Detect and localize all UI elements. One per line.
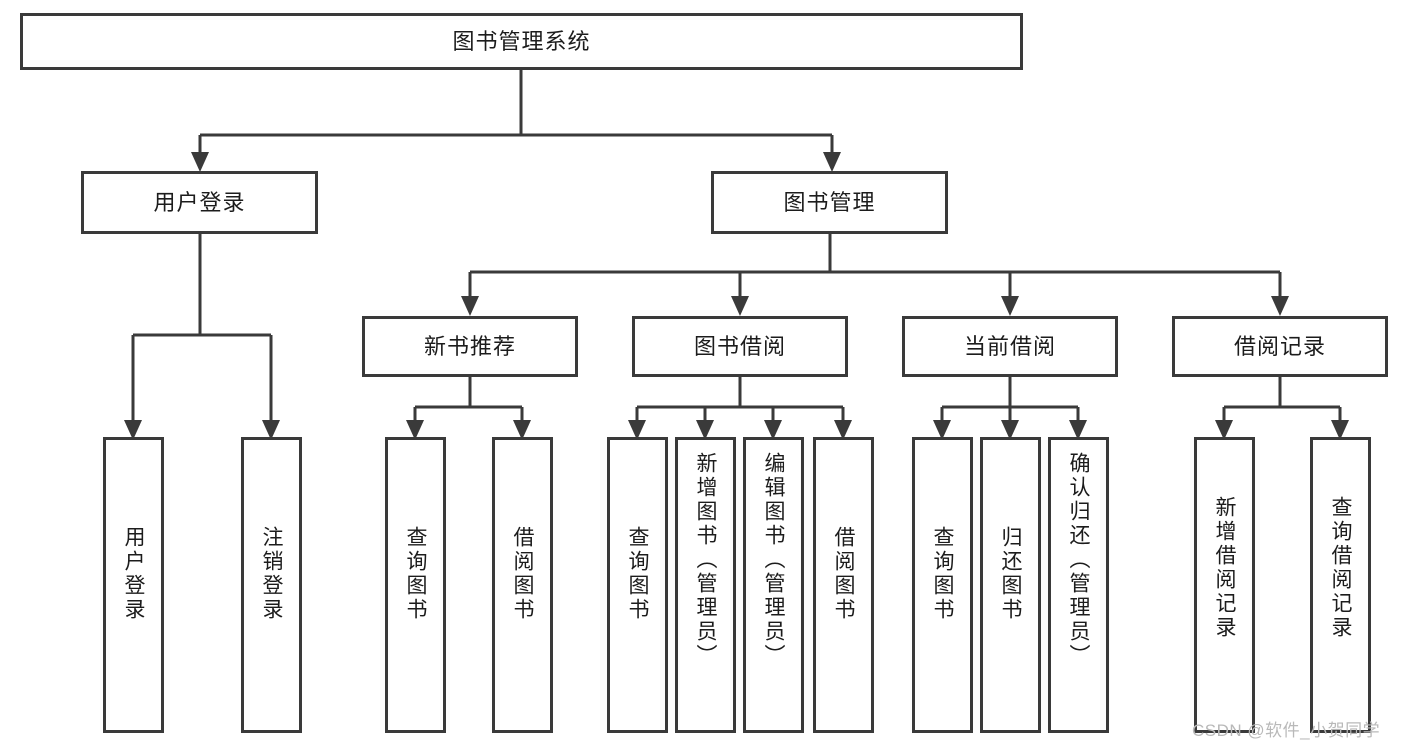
node-leaf-query-record[interactable]: 查询借阅记录 [1310, 437, 1371, 733]
node-leaf-query-book-3-label: 查询图书 [931, 526, 954, 622]
node-leaf-query-book-2-label: 查询图书 [626, 526, 649, 622]
node-leaf-edit-book-label: 编辑图书（管理员） [762, 452, 785, 668]
node-leaf-query-book-3[interactable]: 查询图书 [912, 437, 973, 733]
node-leaf-borrow-book-1[interactable]: 借阅图书 [492, 437, 553, 733]
node-leaf-add-book[interactable]: 新增图书（管理员） [675, 437, 736, 733]
node-new-book-recommend-label: 新书推荐 [423, 333, 516, 359]
node-leaf-user-logout-label: 注销登录 [260, 526, 283, 622]
node-leaf-confirm-return-label: 确认归还（管理员） [1067, 452, 1090, 668]
node-borrow-record-label: 借阅记录 [1233, 333, 1326, 359]
node-leaf-edit-book[interactable]: 编辑图书（管理员） [743, 437, 804, 733]
node-current-borrow-label: 当前借阅 [963, 333, 1056, 359]
node-leaf-query-book-1[interactable]: 查询图书 [385, 437, 446, 733]
node-leaf-query-book-2[interactable]: 查询图书 [607, 437, 668, 733]
node-leaf-borrow-book-2[interactable]: 借阅图书 [813, 437, 874, 733]
node-leaf-user-login-label: 用户登录 [122, 526, 145, 622]
node-leaf-query-book-1-label: 查询图书 [404, 526, 427, 622]
node-leaf-add-record[interactable]: 新增借阅记录 [1194, 437, 1255, 733]
node-leaf-confirm-return[interactable]: 确认归还（管理员） [1048, 437, 1109, 733]
node-leaf-user-logout[interactable]: 注销登录 [241, 437, 302, 733]
node-leaf-borrow-book-1-label: 借阅图书 [511, 526, 534, 622]
node-leaf-return-book[interactable]: 归还图书 [980, 437, 1041, 733]
node-leaf-user-login[interactable]: 用户登录 [103, 437, 164, 733]
node-root-label: 图书管理系统 [452, 28, 591, 54]
node-current-borrow[interactable]: 当前借阅 [902, 316, 1118, 377]
node-user-login-label: 用户登录 [153, 189, 246, 215]
node-borrow-record[interactable]: 借阅记录 [1172, 316, 1388, 377]
node-leaf-add-book-label: 新增图书（管理员） [694, 452, 717, 668]
node-leaf-query-record-label: 查询借阅记录 [1329, 496, 1352, 640]
csdn-watermark: CSDN @软件_小贺同学 [1192, 721, 1381, 740]
node-leaf-borrow-book-2-label: 借阅图书 [832, 526, 855, 622]
node-book-manage[interactable]: 图书管理 [711, 171, 948, 234]
node-book-borrow-label: 图书借阅 [693, 333, 786, 359]
node-user-login[interactable]: 用户登录 [81, 171, 318, 234]
node-book-manage-label: 图书管理 [783, 189, 876, 215]
node-leaf-return-book-label: 归还图书 [999, 526, 1022, 622]
node-root[interactable]: 图书管理系统 [20, 13, 1023, 70]
node-leaf-add-record-label: 新增借阅记录 [1213, 496, 1236, 640]
node-book-borrow[interactable]: 图书借阅 [632, 316, 848, 377]
node-new-book-recommend[interactable]: 新书推荐 [362, 316, 578, 377]
